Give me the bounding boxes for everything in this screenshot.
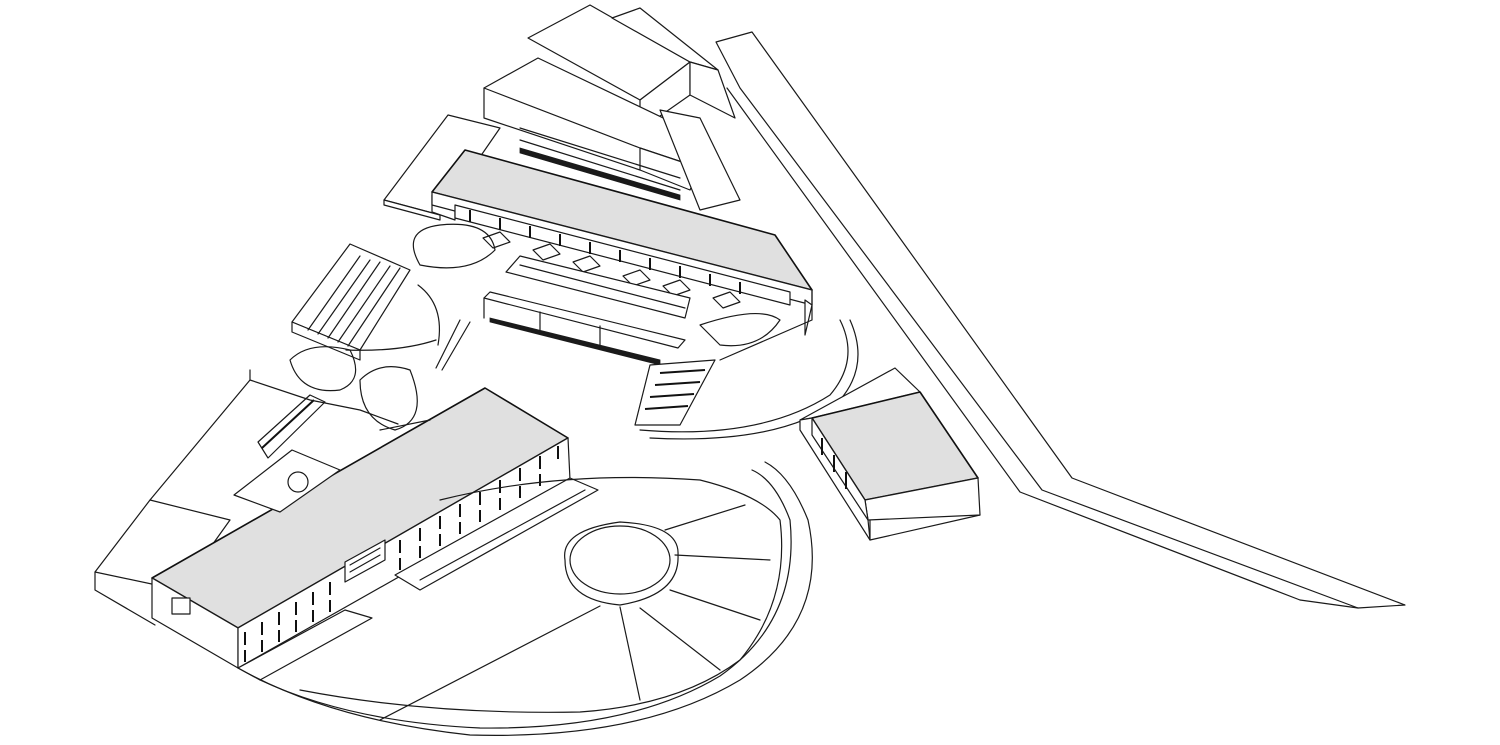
gym-building <box>799 367 981 541</box>
lower-building <box>94 387 599 681</box>
upper-building-balconies <box>482 231 741 309</box>
neighbour-buildings-top <box>483 4 741 211</box>
lower-building-windows <box>244 446 559 662</box>
stairs <box>257 359 716 459</box>
road <box>715 31 1406 609</box>
sports-shed <box>291 243 411 361</box>
upper-building <box>383 114 813 361</box>
site-lines <box>149 369 431 513</box>
round-plaza <box>237 461 813 736</box>
upper-building-windows <box>469 210 741 294</box>
